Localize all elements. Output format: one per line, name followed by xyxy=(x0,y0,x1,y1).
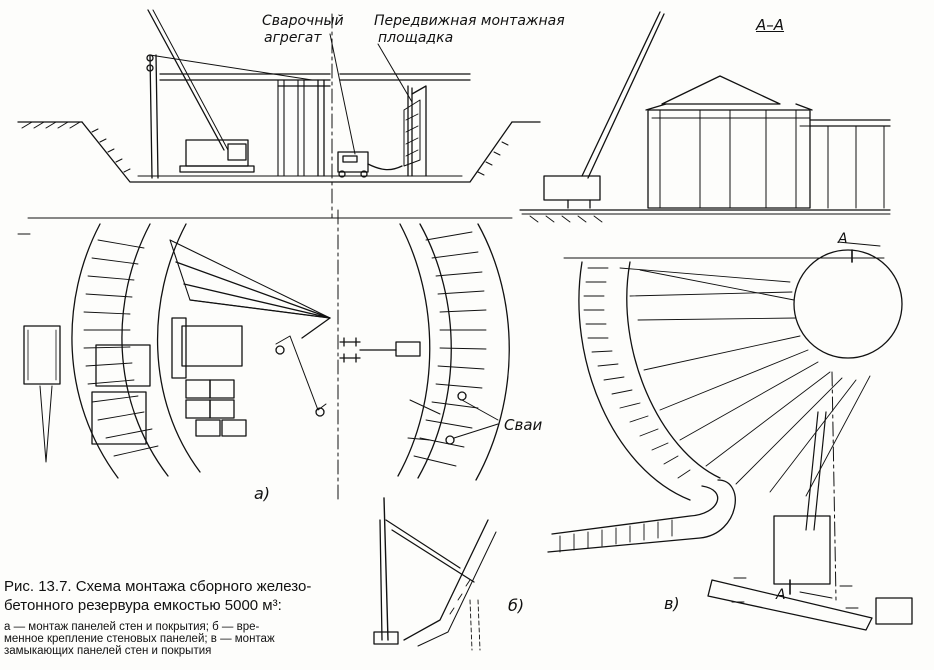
central-column-ring xyxy=(793,249,903,359)
caption-desc-line3: замыкающих панелей стен и покрытия xyxy=(4,645,212,657)
roof-beam xyxy=(159,73,331,81)
caption-desc-line2: менное крепление стеновых панелей; в — м… xyxy=(4,633,275,645)
plan-view-a xyxy=(17,209,513,501)
crane-cab-right xyxy=(543,175,601,201)
outer-ring-right xyxy=(397,223,431,477)
figure-caption: Рис. 13.7. Схема монтажа сборного железо… xyxy=(4,577,364,657)
outer-ring-left xyxy=(71,223,119,479)
pile-marker xyxy=(445,435,455,445)
welding-unit-label-line2: агрегат xyxy=(264,30,322,46)
detail-view-b xyxy=(373,497,497,651)
mobile-platform-label-line1: Передвижная монтажная xyxy=(374,13,565,29)
caption-desc-line1: а — монтаж панелей стен и покрытия; б — … xyxy=(4,621,260,633)
outer-ring-v xyxy=(578,261,691,501)
tank-roof xyxy=(661,75,781,105)
welding-unit xyxy=(337,151,369,173)
section-label: А–А xyxy=(756,16,785,34)
crane-boom-right xyxy=(581,11,661,177)
elevation-view-a xyxy=(17,9,541,219)
crane-plan-v xyxy=(773,515,831,585)
pit-outline xyxy=(81,121,513,183)
crane-track-v xyxy=(707,579,873,631)
part-b-label: б) xyxy=(508,596,525,615)
cut-mark-bottom: А xyxy=(776,587,786,603)
pile-marker xyxy=(457,391,467,401)
mobile-platform-label-line2: площадка xyxy=(378,30,454,46)
piles-label: Сваи xyxy=(504,416,543,434)
plan-view-v xyxy=(547,241,913,631)
crane-mast xyxy=(149,54,159,179)
elevation-view-section xyxy=(519,11,891,223)
part-a-label: а) xyxy=(254,484,271,503)
closing-panel-strip xyxy=(551,485,719,535)
caption-title-line1: Рис. 13.7. Схема монтажа сборного железо… xyxy=(4,578,312,595)
cut-mark-top: А xyxy=(838,231,848,247)
caption-title-line2: бетонного резервура емкостью 5000 м³: xyxy=(4,597,282,614)
tank-body xyxy=(647,109,811,209)
crane-plan xyxy=(181,325,243,367)
welding-unit-label-line1: Сварочный xyxy=(262,13,344,29)
part-v-label: в) xyxy=(664,594,680,613)
